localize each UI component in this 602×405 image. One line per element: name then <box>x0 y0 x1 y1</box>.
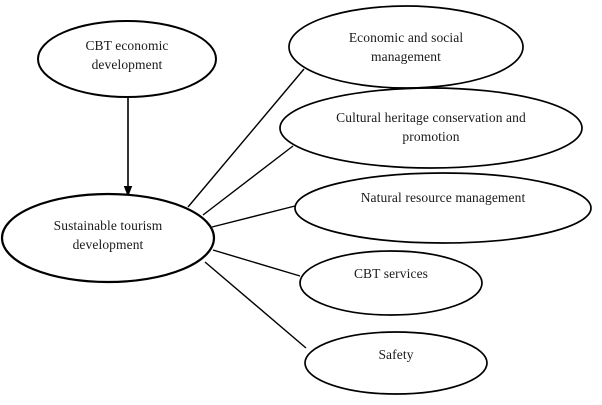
node-ellipse-safety <box>304 331 488 395</box>
edge-sustainable-to-natural-resource <box>211 205 296 228</box>
arrowhead-icon <box>123 186 133 197</box>
edge-sustainable-to-cultural-heritage <box>202 145 294 216</box>
node-ellipse-sustainable <box>0 192 216 284</box>
node-label-cultural-heritage: Cultural heritage conservation and promo… <box>336 110 526 144</box>
node-label-natural-resource: Natural resource management <box>360 190 526 205</box>
node-label-safety: Safety <box>378 347 414 362</box>
node-ellipse-natural-resource <box>294 172 592 244</box>
node-ellipse-cultural-heritage <box>279 87 583 169</box>
node-label-sustainable: Sustainable tourism development <box>53 218 163 252</box>
node-label-cbt-services: CBT services <box>353 266 429 281</box>
node-label-cbt-economic: CBT economic development <box>85 38 169 72</box>
edge-sustainable-to-safety <box>204 261 307 349</box>
node-label-economic-social: Economic and social management <box>348 30 464 64</box>
node-ellipse-cbt-economic <box>37 20 217 98</box>
edge-sustainable-to-economic-social <box>187 68 305 208</box>
node-ellipse-cbt-services <box>299 250 483 316</box>
edge-sustainable-to-cbt-services <box>212 249 301 277</box>
